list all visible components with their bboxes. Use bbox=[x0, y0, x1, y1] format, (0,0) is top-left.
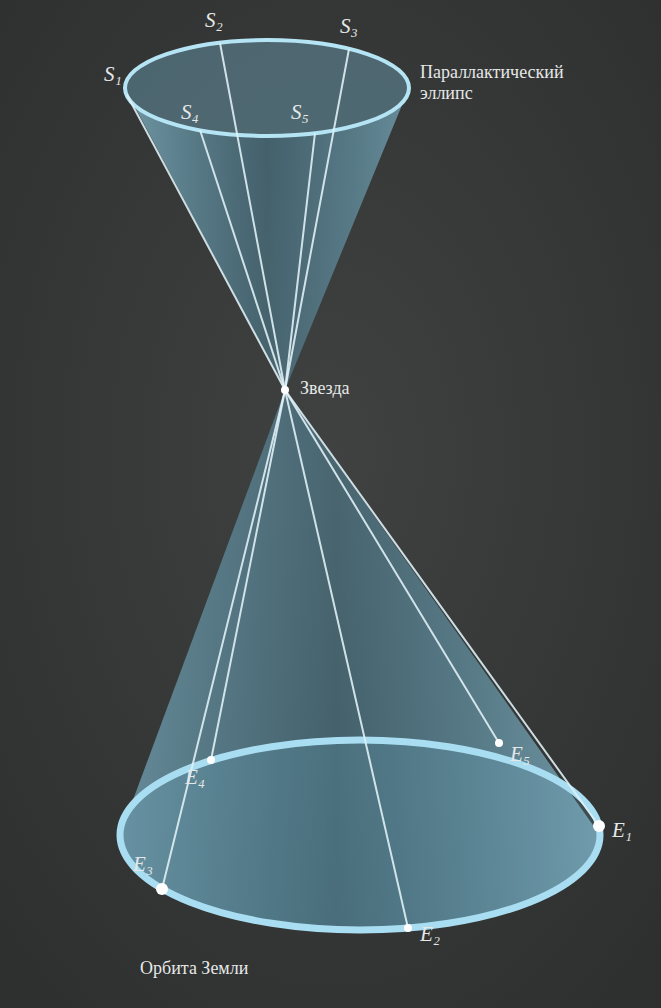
orbit-point-label: E₅ bbox=[510, 742, 530, 766]
parallactic-ellipse bbox=[125, 40, 409, 136]
orbit-point-label: E₄ bbox=[185, 765, 205, 789]
star-dot bbox=[281, 386, 289, 394]
ellipse-point-label: S₅ bbox=[291, 100, 309, 124]
earth-orbit bbox=[120, 740, 600, 930]
ellipse-point-label: S₂ bbox=[205, 8, 223, 32]
orbit-caption: Орбита Земли bbox=[140, 958, 248, 979]
orbit-point-label: E₁ bbox=[612, 818, 632, 842]
ellipse-caption: Параллактический эллипс bbox=[420, 62, 580, 103]
orbit-point-label: E₃ bbox=[133, 852, 153, 876]
lower-cone bbox=[120, 390, 600, 930]
ellipse-point-label: S₄ bbox=[181, 100, 199, 124]
orbit-points bbox=[156, 739, 605, 932]
ellipse-point-label: S₃ bbox=[340, 14, 358, 38]
sight-lines bbox=[127, 43, 599, 928]
star-label: Звезда bbox=[300, 378, 350, 399]
orbit-point-label: E₂ bbox=[420, 922, 440, 946]
ellipse-point-label: S₁ bbox=[104, 62, 122, 86]
